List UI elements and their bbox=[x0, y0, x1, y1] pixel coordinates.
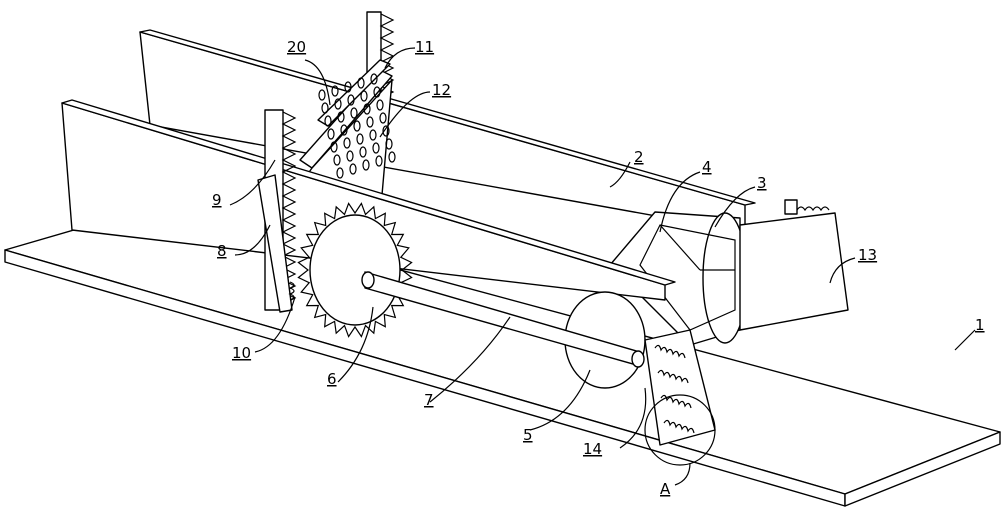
label-2: 2 bbox=[634, 148, 644, 166]
label-8: 8 bbox=[217, 242, 227, 260]
label-11: 11 bbox=[415, 38, 434, 56]
label-7: 7 bbox=[424, 391, 434, 409]
label-12: 12 bbox=[432, 81, 451, 99]
label-5: 5 bbox=[523, 426, 533, 444]
label-1: 1 bbox=[975, 316, 985, 334]
label-3: 3 bbox=[757, 174, 767, 192]
label-14: 14 bbox=[583, 440, 602, 458]
hopper bbox=[740, 200, 848, 330]
label-9: 9 bbox=[212, 191, 222, 209]
label-6: 6 bbox=[327, 370, 337, 388]
label-a: A bbox=[660, 480, 671, 498]
label-10: 10 bbox=[232, 344, 251, 362]
label-4: 4 bbox=[702, 158, 712, 176]
label-20: 20 bbox=[287, 38, 306, 56]
label-13: 13 bbox=[858, 246, 877, 264]
